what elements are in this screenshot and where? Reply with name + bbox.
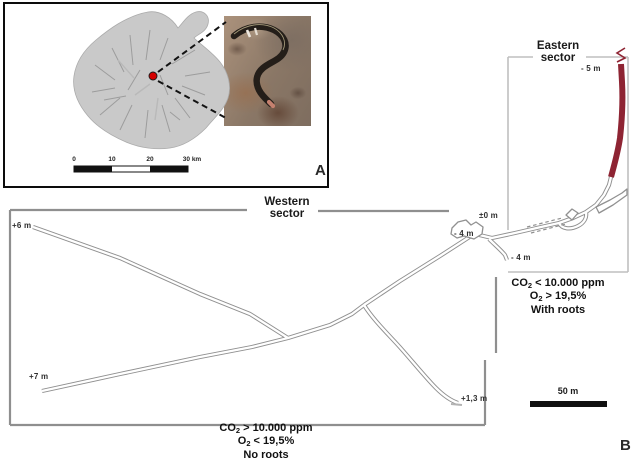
western-sector-title: Western sector — [264, 196, 310, 221]
west-gas-annotation: CO2 > 10.000 ppm O2 < 19,5% No roots — [219, 422, 312, 461]
eastern-sector-title: Eastern sector — [536, 40, 580, 65]
red-deep-passage — [608, 47, 627, 178]
western-sector-frame — [8, 208, 487, 427]
side-stub-chamber — [565, 208, 579, 221]
top-right-loop — [595, 188, 628, 214]
elevation-minus4-east: - 4 m — [511, 253, 531, 262]
panel-b-letter: B — [620, 437, 631, 454]
east-co2-line: CO2 < 10.000 ppm — [511, 277, 605, 290]
east-roots-line: With roots — [530, 303, 586, 316]
west-co2-line: CO2 > 10.000 ppm — [219, 422, 313, 435]
west-o2-line: O2 < 19,5% — [237, 435, 295, 449]
map-scale-bar — [73, 165, 189, 173]
cave-scale-bar — [530, 401, 607, 407]
snake-icon — [230, 23, 289, 109]
passage-end-tick — [450, 403, 463, 406]
panel-a-letter: A — [315, 162, 326, 179]
island-map — [73, 11, 230, 173]
elevation-minus4-west: - 4 m — [454, 229, 474, 238]
entrance-chamber — [450, 219, 484, 240]
elevation-zero: ±0 m — [479, 211, 498, 220]
map-scale-tick-0: 0 — [72, 156, 76, 163]
passage-continuation-zigzag — [615, 47, 627, 63]
east-o2-line: O2 > 19,5% — [529, 290, 587, 304]
elevation-minus5: - 5 m — [581, 64, 601, 73]
west-roots-line: No roots — [243, 448, 289, 461]
cave-passages — [33, 177, 611, 406]
map-scale-tick-10: 10 — [108, 156, 116, 163]
elevation-plus6: +6 m — [12, 221, 32, 230]
cave-chambers — [450, 188, 628, 240]
cave-location-dot — [148, 71, 158, 81]
map-scale-tick-20: 20 — [146, 156, 154, 163]
elevation-plus1-3: +1,3 m — [461, 394, 488, 403]
eastern-sector-frame — [507, 56, 629, 273]
map-scale-tick-30km: 30 km — [182, 156, 202, 163]
east-gas-annotation: CO2 < 10.000 ppm O2 > 19,5% With roots — [511, 277, 604, 316]
cave-scale-label: 50 m — [557, 386, 579, 396]
island-relief-light — [117, 59, 159, 121]
elevation-plus7: +7 m — [29, 372, 49, 381]
inset-pointer-lines — [157, 21, 227, 119]
